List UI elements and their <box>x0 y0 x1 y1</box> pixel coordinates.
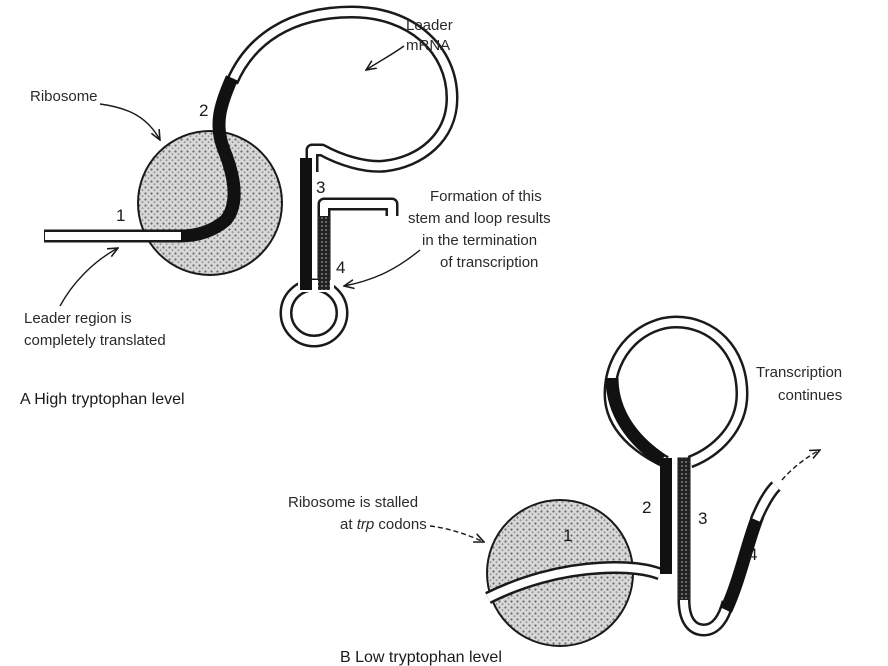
region-number-4-b: 4 <box>748 545 757 564</box>
region-3-stem-b <box>678 458 690 604</box>
region-number-2-b: 2 <box>642 498 651 517</box>
ribosome-a <box>138 131 282 275</box>
region-number-4-a: 4 <box>336 258 345 277</box>
ribosome-pointer-a <box>100 104 160 140</box>
leader-mrna-pointer <box>366 46 404 70</box>
panel-a: 1 2 3 4 Ribosome Leader mRNA Leader regi… <box>20 12 551 408</box>
leader-region-pointer <box>60 248 118 306</box>
region-2-stem-b <box>660 458 672 574</box>
stalled-pointer <box>430 526 484 542</box>
formation-pointer <box>344 250 420 286</box>
stalled-label-line2: at trp codons <box>340 516 427 533</box>
region-4-segment-b <box>684 486 776 630</box>
formation-label-line1: Formation of this <box>430 188 542 205</box>
leader-mrna-loop-a <box>232 12 452 172</box>
transcription-pointer <box>782 450 820 480</box>
leader-mrna-label-line1: Leader <box>406 17 453 34</box>
region-3-stem-a <box>300 158 312 286</box>
transcription-label-line1: Transcription <box>756 364 842 381</box>
region-number-3-a: 3 <box>316 178 325 197</box>
panel-a-caption: A High tryptophan level <box>20 391 185 408</box>
region-4-stem-a <box>318 216 330 288</box>
panel-b: 1 2 3 4 Ribosome is stalled at trp codon… <box>288 322 842 666</box>
stalled-label-line1: Ribosome is stalled <box>288 494 418 511</box>
region-number-3-b: 3 <box>698 509 707 528</box>
leader-region-label-line2: completely translated <box>24 332 166 349</box>
region-number-2-a: 2 <box>199 101 208 120</box>
region-4-tail-a <box>324 204 392 216</box>
ribosome-label-a: Ribosome <box>30 88 98 105</box>
formation-label-line4: of transcription <box>440 254 538 271</box>
panel-b-caption: B Low tryptophan level <box>340 649 502 666</box>
region-number-1-b: 1 <box>563 526 572 545</box>
region-number-1-a: 1 <box>116 206 125 225</box>
region-2-loop-part-b <box>612 378 662 460</box>
formation-label-line2: stem and loop results <box>408 210 551 227</box>
transcription-label-line2: continues <box>778 387 842 404</box>
leader-region-label-line1: Leader region is <box>24 310 132 327</box>
leader-mrna-label-line2: mRNA <box>406 37 450 54</box>
top-loop-b <box>610 322 742 462</box>
terminator-loop-a <box>286 278 342 341</box>
formation-label-line3: in the termination <box>422 232 537 249</box>
